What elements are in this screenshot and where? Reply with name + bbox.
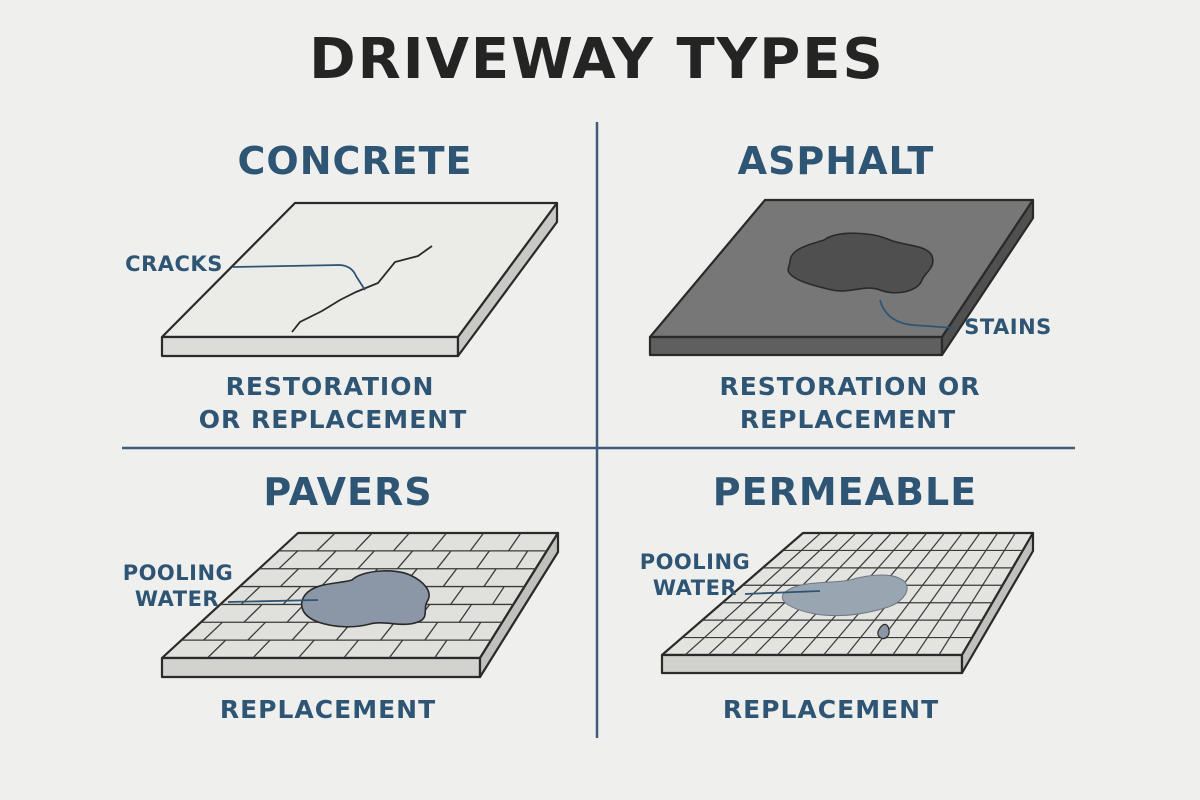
permeable-pooling-leader-line — [744, 590, 821, 595]
permeable-quadrant: PERMEABLE POOLING WATER REPLACEMENT — [640, 470, 1035, 724]
concrete-caption-line1: RESTORATION — [226, 372, 435, 401]
cracks-label: CRACKS — [125, 252, 223, 276]
concrete-caption-line2: OR REPLACEMENT — [199, 405, 468, 434]
pavers-caption: REPLACEMENT — [220, 695, 436, 724]
pavers-pooling-label-line2: WATER — [135, 587, 219, 611]
pavers-pooling-label-line1: POOLING — [123, 561, 234, 585]
permeable-pooling-label-line1: POOLING — [640, 550, 751, 574]
stains-leader-line — [879, 299, 956, 329]
pavers-water-puddle — [301, 570, 430, 628]
oil-stain — [787, 232, 934, 294]
water-drop — [877, 623, 890, 640]
crack-line — [291, 245, 433, 333]
concrete-quadrant: CONCRETE CRACKS RESTORATION OR REPLACEME… — [125, 139, 559, 434]
asphalt-heading: ASPHALT — [738, 139, 935, 183]
asphalt-caption-line1: RESTORATION OR — [719, 372, 980, 401]
concrete-heading: CONCRETE — [238, 139, 473, 183]
pavers-pooling-leader-line — [227, 599, 319, 603]
pavers-quadrant: PAVERS POOLING WATER REPLACEMENT — [123, 470, 560, 724]
pavers-heading: PAVERS — [263, 470, 432, 514]
page-title: DRIVEWAY TYPES — [309, 27, 885, 92]
asphalt-caption-line2: REPLACEMENT — [740, 405, 956, 434]
permeable-heading: PERMEABLE — [713, 470, 977, 514]
permeable-water-puddle — [782, 574, 908, 617]
concrete-slab — [160, 201, 559, 358]
asphalt-quadrant: ASPHALT STAINS RESTORATION OR REPLACEMEN… — [648, 139, 1052, 434]
permeable-caption: REPLACEMENT — [723, 695, 939, 724]
stains-label: STAINS — [964, 315, 1052, 339]
permeable-pooling-label-line2: WATER — [653, 576, 737, 600]
cracks-leader-line — [232, 264, 366, 291]
